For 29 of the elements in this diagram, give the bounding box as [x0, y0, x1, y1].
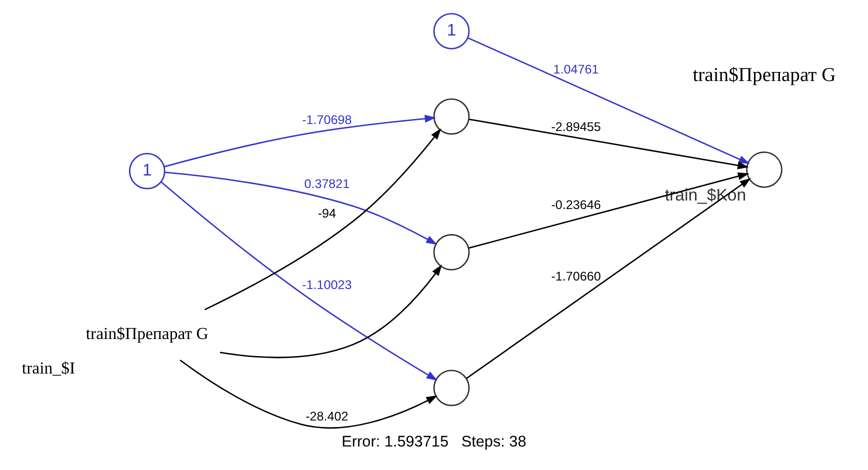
arrow: [180, 360, 438, 429]
node-circle: 1: [128, 152, 166, 190]
edge-label: -0.23646: [551, 198, 601, 212]
node-circle: 1: [433, 12, 470, 50]
node-circle: [746, 152, 782, 188]
node-circle: [433, 370, 470, 406]
edge-label: 0.37821: [304, 177, 350, 192]
edge-label: -94: [318, 206, 336, 221]
arrow: [220, 264, 442, 358]
label: train$Препарат G: [692, 65, 836, 86]
edge-label: -1.10023: [302, 278, 352, 292]
node-circle: [433, 98, 470, 135]
arrow: [160, 181, 438, 381]
arrow: [164, 114, 436, 168]
arrow: [204, 128, 442, 310]
arrow: [468, 37, 750, 164]
edge-label: 1.04761: [553, 62, 599, 76]
arrow: [468, 172, 750, 249]
arrow: [466, 178, 752, 379]
edge-label: -1.70660: [551, 270, 601, 284]
edge-label: -1.70698: [302, 112, 352, 127]
edge-label: -28.402: [306, 409, 348, 424]
node-circle: [433, 234, 470, 270]
node-label: train_$I: [22, 358, 76, 378]
node-text: train$Препарат G: [86, 324, 208, 344]
edge-label: -2.89455: [551, 120, 601, 134]
arrow: [469, 118, 749, 170]
caption: Error: 1.593715 Steps: 38: [342, 433, 526, 450]
arrow: [164, 172, 438, 245]
